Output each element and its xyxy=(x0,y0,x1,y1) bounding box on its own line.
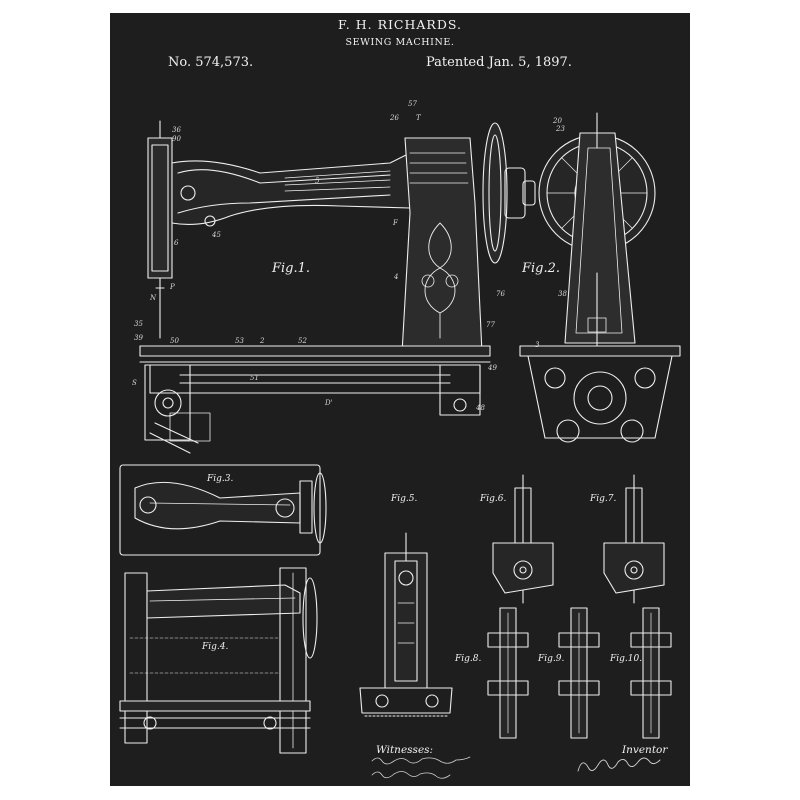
fig5-label: Fig.5. xyxy=(390,494,417,504)
fig3-label: Fig.3. xyxy=(206,474,233,484)
fig4-drawing xyxy=(119,567,318,754)
ref-numeral: 35 xyxy=(134,320,143,328)
ref-numeral: 45 xyxy=(211,231,221,239)
ref-numeral: 26 xyxy=(389,114,399,122)
ref-numeral: 39 xyxy=(134,334,143,342)
fig2-label: Fig.2. xyxy=(521,261,560,276)
ref-numeral: 48 xyxy=(475,404,485,412)
inventor-signature xyxy=(577,757,661,772)
fig7-drawing xyxy=(603,474,665,604)
ref-numeral: 5 xyxy=(315,177,320,185)
ref-numeral: P xyxy=(169,283,175,291)
ref-numeral: 49 xyxy=(487,364,497,372)
ref-numeral: 3 xyxy=(535,341,540,349)
ref-numeral: 38 xyxy=(558,290,567,298)
fig2-drawing xyxy=(519,112,681,443)
witnesses-label: Witnesses: xyxy=(376,744,434,756)
fig3-drawing xyxy=(119,464,327,556)
inventor-name: F. H. RICHARDS. xyxy=(338,17,462,32)
fig9-drawing xyxy=(558,607,600,739)
inventor-label: Inventor xyxy=(622,744,668,756)
ref-numeral: 23 xyxy=(555,125,565,133)
ref-numeral: 50 xyxy=(170,337,179,345)
ref-numeral: 6 xyxy=(174,239,179,247)
invention-title: SEWING MACHINE. xyxy=(345,37,455,48)
ref-numeral: T xyxy=(416,114,422,122)
ref-numeral: 76 xyxy=(496,290,505,298)
fig10-label: Fig.10. xyxy=(609,654,642,664)
ref-numeral: F xyxy=(392,219,399,227)
ref-numeral: 2 xyxy=(259,337,265,345)
fig7-label: Fig.7. xyxy=(589,494,616,504)
patent-date: Patented Jan. 5, 1897. xyxy=(426,55,572,70)
fig1-label: Fig.1. xyxy=(271,261,310,276)
ref-numeral: 36 xyxy=(172,126,181,134)
ref-numeral: 51 xyxy=(250,374,259,382)
witness-signatures xyxy=(371,756,471,779)
fig9-label: Fig.9. xyxy=(537,654,564,664)
ref-numeral: 90 xyxy=(172,135,181,143)
fig6-drawing xyxy=(492,474,554,604)
patent-number: No. 574,573. xyxy=(168,55,254,70)
ref-numeral: N xyxy=(149,294,157,302)
fig8-label: Fig.8. xyxy=(454,654,481,664)
ref-numeral: 52 xyxy=(298,337,307,345)
fig5-drawing xyxy=(359,532,453,717)
ref-numeral: 53 xyxy=(235,337,244,345)
patent-drawing: Fig.1. Fig.2. Fig.3. Fig.4. Fig.5. Fig.6… xyxy=(119,100,681,779)
fig1-drawing xyxy=(139,120,536,454)
ref-numeral: 77 xyxy=(486,321,495,329)
ref-numeral: 57 xyxy=(408,100,417,108)
ref-numeral: S xyxy=(132,379,137,387)
ref-numeral: 20 xyxy=(552,117,562,125)
fig4-label: Fig.4. xyxy=(201,642,228,652)
ref-numeral: 4 xyxy=(393,273,398,281)
patent-poster: F. H. RICHARDS. SEWING MACHINE. No. 574,… xyxy=(110,13,690,786)
ref-numeral: D' xyxy=(324,399,333,407)
fig10-drawing xyxy=(630,607,672,739)
fig8-drawing xyxy=(487,607,529,739)
fig6-label: Fig.6. xyxy=(479,494,506,504)
